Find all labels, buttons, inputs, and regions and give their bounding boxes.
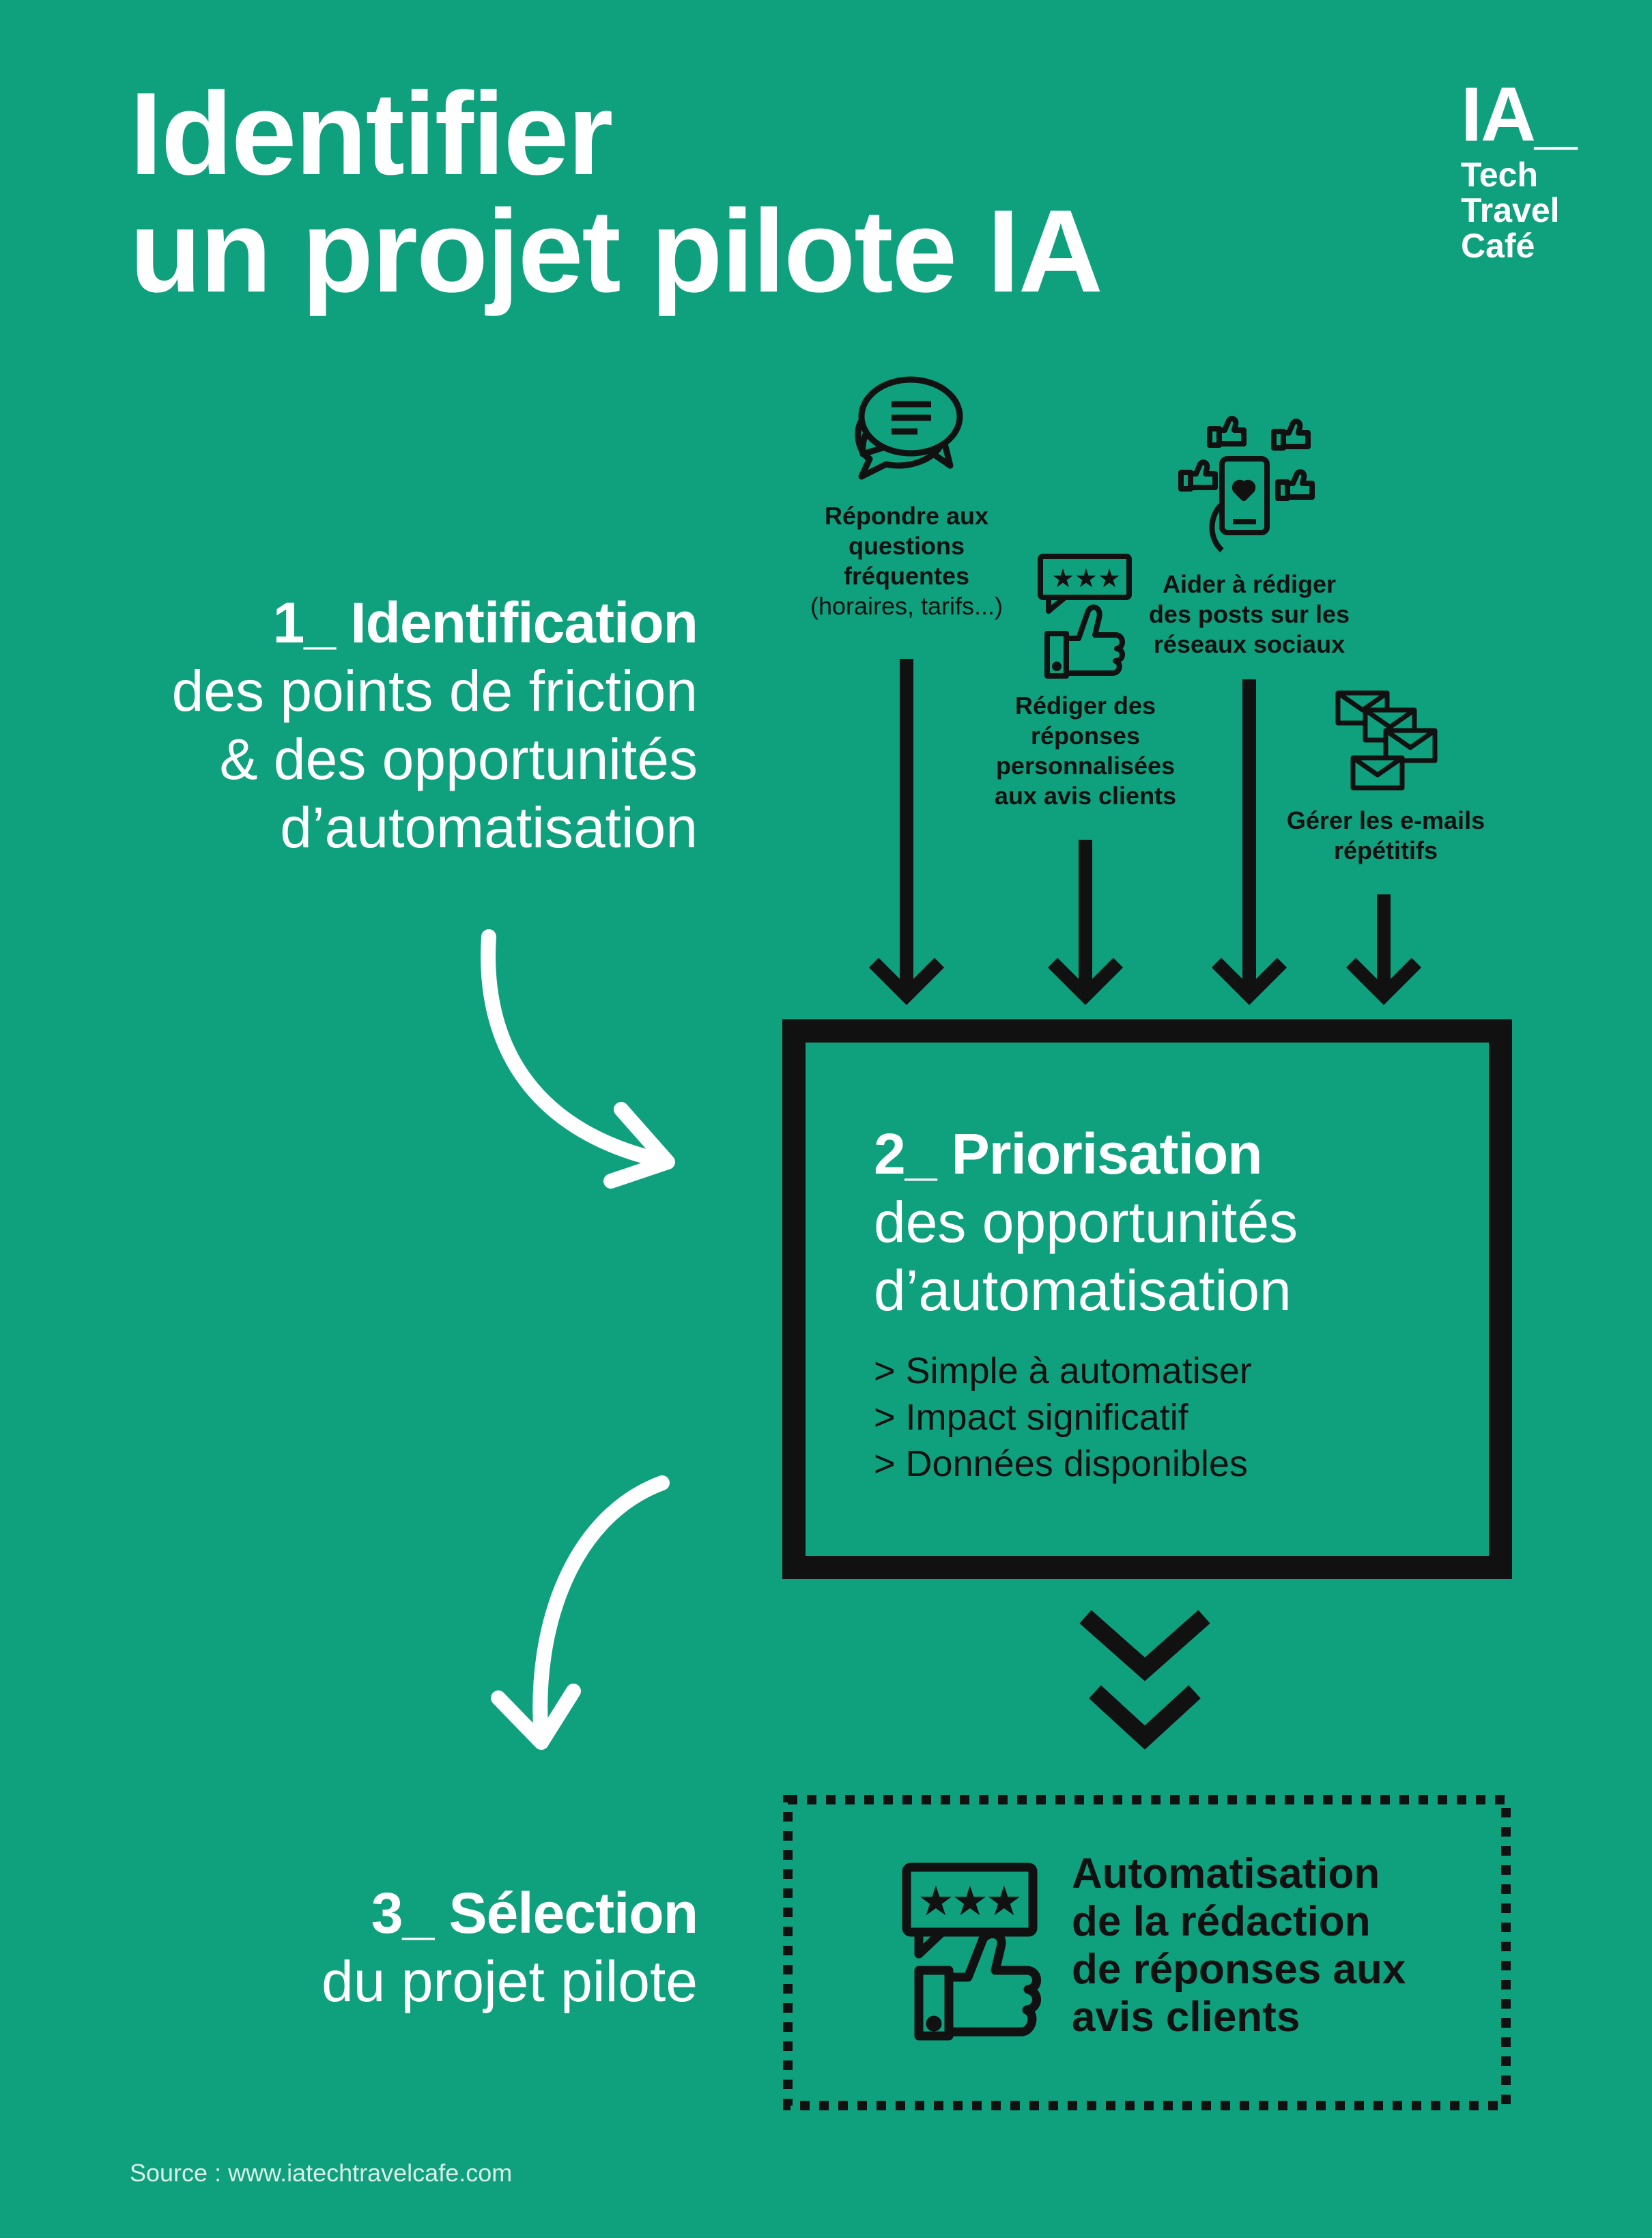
topic-emails-line-1: Gérer les e-mails bbox=[1286, 806, 1485, 834]
title-line-2: un projet pilote IA bbox=[130, 186, 1103, 317]
svg-text:★: ★ bbox=[1074, 565, 1098, 593]
arrow-reviews bbox=[1047, 840, 1124, 1006]
topic-faq: Répondre aux questions fréquentes (horai… bbox=[770, 501, 1043, 621]
priorisation-box bbox=[782, 1019, 1512, 1579]
step-1: 1_ Identification des points de friction… bbox=[102, 589, 698, 862]
envelopes-icon bbox=[1335, 690, 1438, 791]
result-rating-thumbs-up-icon: ★ ★ ★ bbox=[902, 1862, 1041, 2041]
svg-text:★: ★ bbox=[1098, 565, 1121, 593]
phone-likes-icon bbox=[1178, 416, 1315, 552]
svg-text:★: ★ bbox=[917, 1878, 954, 1924]
step-2-heading: 2_ Priorisation bbox=[874, 1122, 1263, 1186]
result-line-1: Automatisation bbox=[1072, 1850, 1380, 1897]
topic-faq-line-3: fréquentes bbox=[843, 562, 970, 590]
topic-faq-sub: (horaires, tarifs...) bbox=[810, 592, 1003, 620]
step-1-line-2: & des opportunités bbox=[219, 727, 698, 791]
curved-arrow-step1 bbox=[481, 929, 675, 1189]
logo-line-2: Travel bbox=[1461, 191, 1560, 229]
arrow-social bbox=[1211, 679, 1287, 1006]
topic-faq-line-2: questions bbox=[848, 532, 965, 560]
criteria-item: > Impact significatif bbox=[874, 1397, 1188, 1438]
logo-mark: IA_ bbox=[1461, 72, 1577, 157]
criteria-item: > Données disponibles bbox=[874, 1443, 1248, 1484]
logo-line-3: Café bbox=[1461, 227, 1535, 265]
topic-emails: Gérer les e-mails répétitifs bbox=[1256, 806, 1515, 866]
arrow-faq bbox=[868, 659, 945, 1006]
title-line-1: Identifier bbox=[130, 68, 613, 199]
step-1-line-3: d’automatisation bbox=[280, 795, 698, 860]
topic-social: Aider à rédiger des posts sur les réseau… bbox=[1120, 569, 1379, 660]
result-line-4: avis clients bbox=[1072, 1994, 1300, 2041]
page-title: Identifier un projet pilote IA bbox=[130, 75, 1290, 310]
topic-emails-line-2: répétitifs bbox=[1333, 836, 1438, 864]
step-3-line-1: du projet pilote bbox=[321, 1949, 698, 2013]
topic-social-line-3: réseaux sociaux bbox=[1153, 630, 1345, 658]
step-3-heading: 3_ Sélection bbox=[371, 1881, 698, 1945]
result-line-3: de réponses aux bbox=[1072, 1946, 1406, 1993]
step-2-line-2: d’automatisation bbox=[874, 1258, 1292, 1322]
topic-reviews-line-2: réponses bbox=[1030, 722, 1141, 750]
criteria-list: > Simple à automatiser > Impact signific… bbox=[874, 1348, 1488, 1487]
double-chevron-down-icon bbox=[1079, 1610, 1210, 1750]
topic-reviews-line-3: personnalisées bbox=[995, 752, 1176, 780]
logo-line-1: Tech bbox=[1461, 156, 1538, 194]
svg-text:★: ★ bbox=[1051, 565, 1074, 593]
svg-text:★: ★ bbox=[952, 1878, 988, 1924]
step-2-line-1: des opportunités bbox=[874, 1190, 1298, 1254]
step-2: 2_ Priorisation des opportunités d’autom… bbox=[874, 1120, 1488, 1487]
logo: IA_ Tech Travel Café bbox=[1461, 72, 1597, 265]
selected-project: Automatisation de la rédaction de répons… bbox=[1072, 1850, 1454, 2041]
svg-text:★: ★ bbox=[986, 1878, 1023, 1924]
topic-faq-line-1: Répondre aux bbox=[824, 502, 989, 530]
arrow-emails bbox=[1345, 894, 1422, 1006]
selection-box bbox=[783, 1795, 1511, 2110]
result-line-2: de la rédaction bbox=[1072, 1898, 1371, 1945]
step-3: 3_ Sélection du projet pilote bbox=[102, 1879, 698, 2015]
topic-reviews-line-1: Rédiger des bbox=[1014, 692, 1156, 720]
rating-thumbs-up-icon: ★ ★ ★ bbox=[1038, 554, 1132, 679]
curved-arrow-step2 bbox=[491, 1475, 670, 1750]
source-text: Source : www.iatechtravelcafe.com bbox=[130, 2159, 513, 2187]
step-1-heading: 1_ Identification bbox=[272, 591, 698, 655]
criteria-item: > Simple à automatiser bbox=[874, 1350, 1252, 1391]
topic-reviews: Rédiger des réponses personnalisées aux … bbox=[956, 691, 1215, 811]
step-1-line-1: des points de friction bbox=[171, 659, 698, 723]
topic-social-line-1: Aider à rédiger bbox=[1162, 570, 1337, 598]
chat-bubbles-icon bbox=[855, 376, 963, 480]
topic-reviews-line-4: aux avis clients bbox=[994, 782, 1177, 810]
topic-social-line-2: des posts sur les bbox=[1148, 600, 1350, 628]
